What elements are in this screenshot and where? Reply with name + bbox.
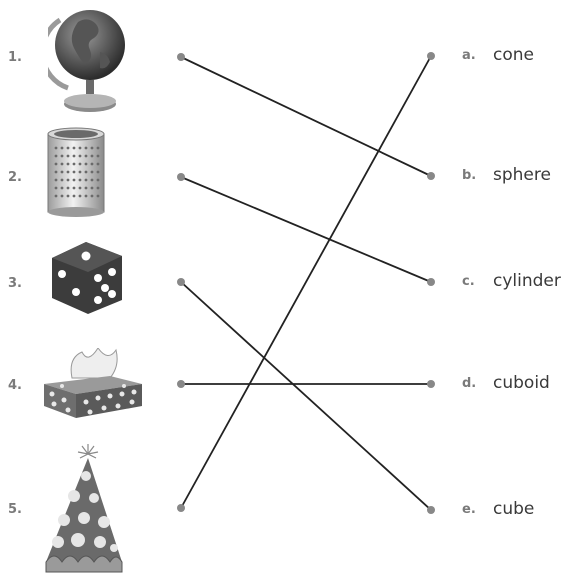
party-hat-icon — [45, 444, 123, 573]
option-word-a: cone — [493, 45, 534, 65]
option-letter-c: c. — [462, 274, 475, 289]
right-dot-b[interactable] — [427, 172, 435, 180]
item-number-2: 2. — [8, 170, 22, 185]
left-dot-1[interactable] — [177, 53, 185, 61]
match-line-2-c — [180, 176, 432, 283]
globe-icon — [48, 10, 125, 112]
item-number-3: 3. — [8, 276, 22, 291]
option-letter-a: a. — [462, 48, 476, 63]
option-word-c: cylinder — [493, 271, 561, 291]
item-number-5: 5. — [8, 502, 22, 517]
match-line-1-b — [180, 56, 432, 177]
option-letter-e: e. — [462, 502, 476, 517]
left-dot-4[interactable] — [177, 380, 185, 388]
item-number-4: 4. — [8, 378, 22, 393]
left-dot-3[interactable] — [177, 278, 185, 286]
dice-icon — [52, 242, 122, 314]
right-dot-e[interactable] — [427, 506, 435, 514]
cylinder-tin-icon — [47, 127, 105, 217]
left-dot-2[interactable] — [177, 173, 185, 181]
right-dot-c[interactable] — [427, 278, 435, 286]
option-letter-b: b. — [462, 168, 477, 183]
match-line-5-a — [180, 55, 432, 509]
item-number-1: 1. — [8, 50, 22, 65]
option-word-b: sphere — [493, 165, 551, 185]
option-word-e: cube — [493, 499, 535, 519]
tissue-box-icon — [44, 348, 142, 418]
right-dot-d[interactable] — [427, 380, 435, 388]
right-dot-a[interactable] — [427, 52, 435, 60]
option-word-d: cuboid — [493, 373, 550, 393]
left-dot-5[interactable] — [177, 504, 185, 512]
option-letter-d: d. — [462, 376, 477, 391]
match-line-3-e — [180, 281, 432, 511]
